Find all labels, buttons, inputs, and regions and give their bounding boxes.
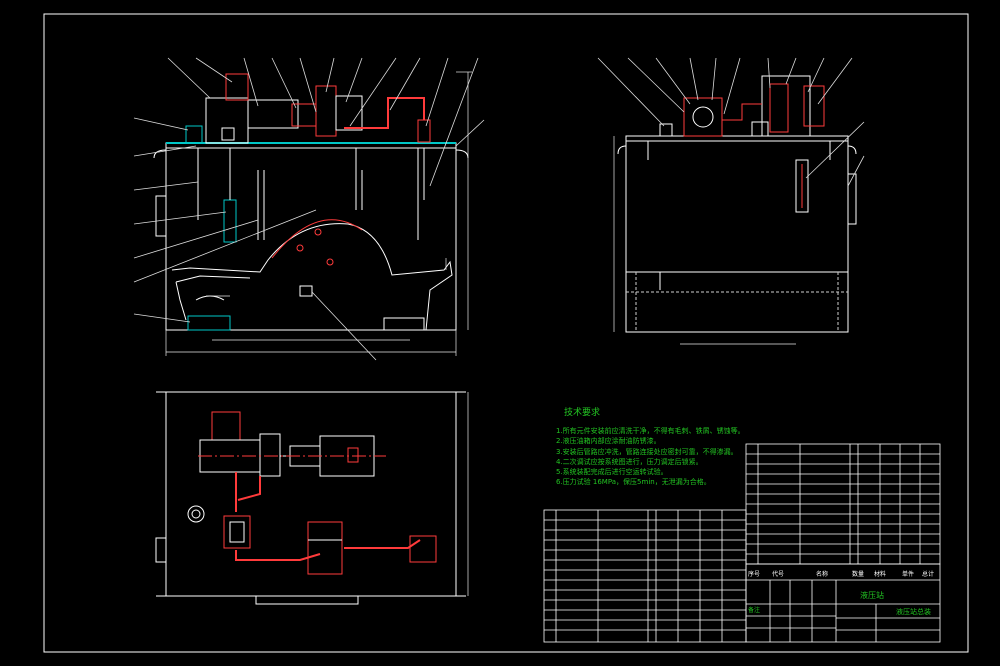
technical-note-line: 4.二次调试应按系统图进行，压力调定后锁紧。 (556, 457, 703, 466)
technical-note-line: 5.系统装配完成后进行空运转试验。 (556, 468, 668, 477)
technical-notes: 技术要求 1.所有元件安装前应清洗干净，不得有毛刺、铁屑、锈蚀等。 2.液压油箱… (556, 408, 756, 487)
technical-note-line: 1.所有元件安装前应清洗干净，不得有毛刺、铁屑、锈蚀等。 (556, 427, 745, 436)
table-header-index: 序号 (748, 570, 760, 578)
technical-note-line: 3.安装后管路应冲洗，管路连接处应密封可靠，不得渗漏。 (556, 447, 738, 456)
table-header-qty: 数量 (852, 570, 864, 578)
table-header-name: 名称 (816, 570, 828, 578)
table-header-code: 代号 (772, 570, 784, 578)
table-header-material: 材料 (874, 570, 886, 578)
side-view (597, 57, 865, 345)
technical-notes-title: 技术要求 (564, 408, 601, 418)
table-header-unit: 单件 (902, 570, 914, 578)
title-main-text: 液压站 (860, 590, 884, 600)
title-drawing-name: 液压站总装 (896, 607, 931, 616)
table-header-remark: 备注 (748, 606, 760, 614)
front-section-view (133, 57, 485, 361)
top-view (155, 391, 469, 605)
title-block (543, 443, 941, 643)
technical-note-line: 6.压力试验 16MPa，保压5min，无泄漏为合格。 (556, 478, 711, 487)
technical-note-line: 2.液压油箱内部应涂耐油防锈漆。 (556, 437, 661, 446)
table-header-total: 总计 (922, 570, 934, 578)
drawing-frame (43, 13, 969, 653)
